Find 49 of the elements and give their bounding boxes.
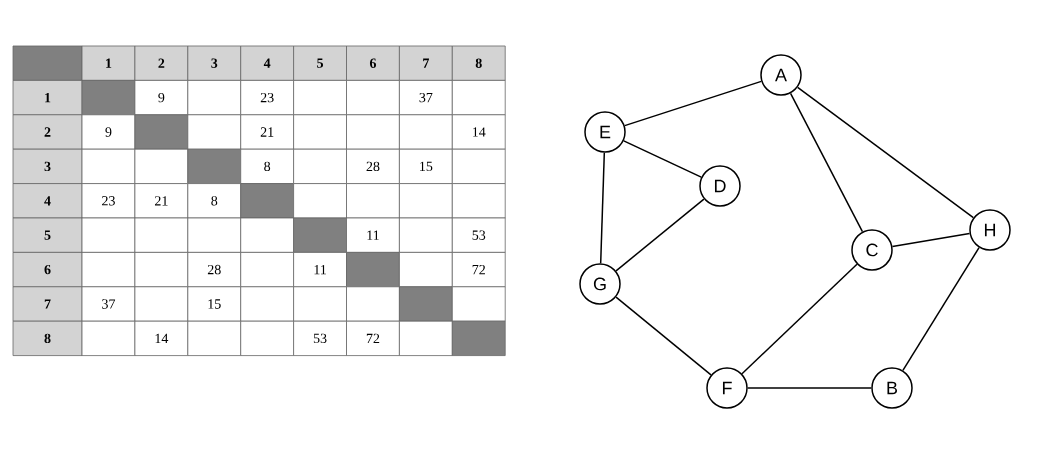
edge-line [747, 387, 872, 389]
header-cell: 2 [12, 114, 83, 150]
header-cell: 7 [399, 45, 453, 81]
table-cell: 14 [451, 114, 506, 150]
table-cell: 28 [346, 148, 400, 184]
header-cell: 1 [12, 80, 83, 116]
edge-line [891, 232, 971, 248]
header-cell: 4 [12, 183, 83, 219]
table-cell: 11 [293, 252, 347, 288]
header-cell: 5 [293, 45, 347, 81]
table-cell: 21 [134, 183, 189, 219]
table-cell: 23 [81, 183, 136, 219]
table-cell: 9 [134, 80, 189, 116]
header-cell: 3 [187, 45, 242, 81]
table-cell: 14 [134, 320, 189, 356]
table-cell: 23 [240, 80, 294, 116]
header-cell: 8 [451, 45, 506, 81]
table-cell: 72 [451, 252, 506, 288]
header-cell: 4 [240, 45, 294, 81]
table-cell: 37 [81, 286, 136, 322]
header-cell: 7 [12, 286, 83, 322]
header-cell: 5 [12, 217, 83, 253]
table-cell: 53 [293, 320, 347, 356]
table-cell: 21 [240, 114, 294, 150]
table-cell: 28 [187, 252, 242, 288]
edge-line [789, 92, 864, 233]
edge-line [796, 86, 975, 219]
table-cell: 8 [240, 148, 294, 184]
table-cell: 8 [187, 183, 242, 219]
header-cell: 6 [346, 45, 400, 81]
header-cell: 2 [134, 45, 189, 81]
edge-line [599, 152, 606, 264]
edge-line [615, 296, 712, 376]
table-cell: 53 [451, 217, 506, 253]
edge-line [615, 198, 705, 272]
edge-line [623, 140, 702, 178]
table-cell: 37 [399, 80, 453, 116]
table-cell: 11 [346, 217, 400, 253]
table-cell: 72 [346, 320, 400, 356]
header-cell: 6 [12, 252, 83, 288]
table-cell: 9 [81, 114, 136, 150]
edge-line [624, 80, 762, 127]
edge-line [902, 246, 980, 372]
header-cell: 3 [12, 148, 83, 184]
header-cell: 8 [12, 320, 83, 356]
table-cell: 15 [187, 286, 242, 322]
header-cell: 1 [81, 45, 136, 81]
table-cell: 15 [399, 148, 453, 184]
edge-line [741, 263, 858, 375]
